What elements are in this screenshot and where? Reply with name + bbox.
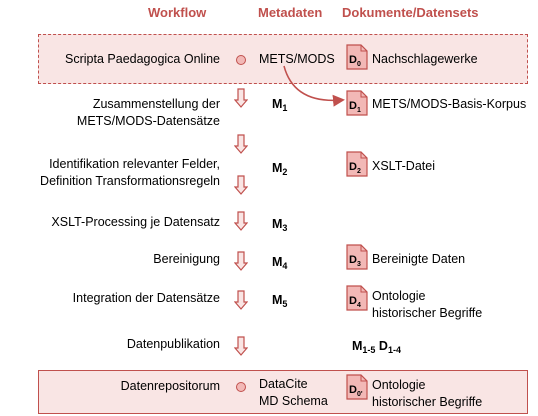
down-arrow-icon [234, 175, 248, 195]
metadata-2: M2 [272, 161, 288, 177]
down-arrow-icon [234, 290, 248, 310]
metadata-0: METS/MODS [259, 52, 335, 66]
header-workflow: Workflow [148, 5, 207, 20]
down-arrow-icon [234, 134, 248, 154]
document-text-2: XSLT-Datei [372, 159, 435, 173]
workflow-step-3: XSLT-Processing je Datensatz [51, 215, 220, 229]
workflow-step-6: Datenpublikation [126, 337, 220, 351]
workflow-step-7: Datenrepositorum [120, 379, 220, 393]
svg-text:D1: D1 [349, 100, 361, 114]
curved-arrow [283, 65, 345, 107]
metadata-4: M4 [272, 255, 288, 271]
document-icon: D0' [346, 374, 368, 400]
down-arrow-icon [234, 251, 248, 271]
workflow-node-0 [236, 55, 246, 65]
svg-text:D2: D2 [349, 161, 361, 175]
svg-text:D3: D3 [349, 254, 361, 268]
workflow-step-2: Identifikation relevanter Felder,Definit… [40, 157, 220, 188]
document-text-0: Nachschlagewerke [372, 52, 478, 66]
svg-text:D4: D4 [349, 295, 361, 309]
document-text-4: Bereinigte Daten [372, 252, 466, 266]
workflow-step-0: Scripta Paedagogica Online [65, 52, 220, 66]
workflow-step-5: Integration der Datensätze [72, 291, 220, 305]
document-icon: D3 [346, 244, 368, 270]
workflow-step-4: Bereinigung [153, 252, 220, 266]
source-box [38, 34, 528, 84]
document-text-1: METS/MODS-Basis-Korpus [372, 97, 527, 111]
metadata-1: M1 [272, 97, 288, 113]
metadata-6: M1-5 D1-4 [352, 339, 401, 355]
svg-text:D0': D0' [349, 384, 363, 398]
down-arrow-icon [234, 88, 248, 108]
down-arrow-icon [234, 211, 248, 231]
svg-text:D0: D0 [349, 54, 361, 68]
metadata-5: M5 [272, 293, 288, 309]
workflow-node-7 [236, 382, 246, 392]
document-icon: D1 [346, 90, 368, 116]
document-icon: D0 [346, 44, 368, 70]
header-documents: Dokumente/Datensets [342, 5, 479, 20]
down-arrow-icon [234, 336, 248, 356]
document-icon: D2 [346, 151, 368, 177]
repository-box [38, 370, 528, 414]
header-metadata: Metadaten [258, 5, 323, 20]
metadata-3: M3 [272, 217, 288, 233]
document-icon: D4 [346, 285, 368, 311]
